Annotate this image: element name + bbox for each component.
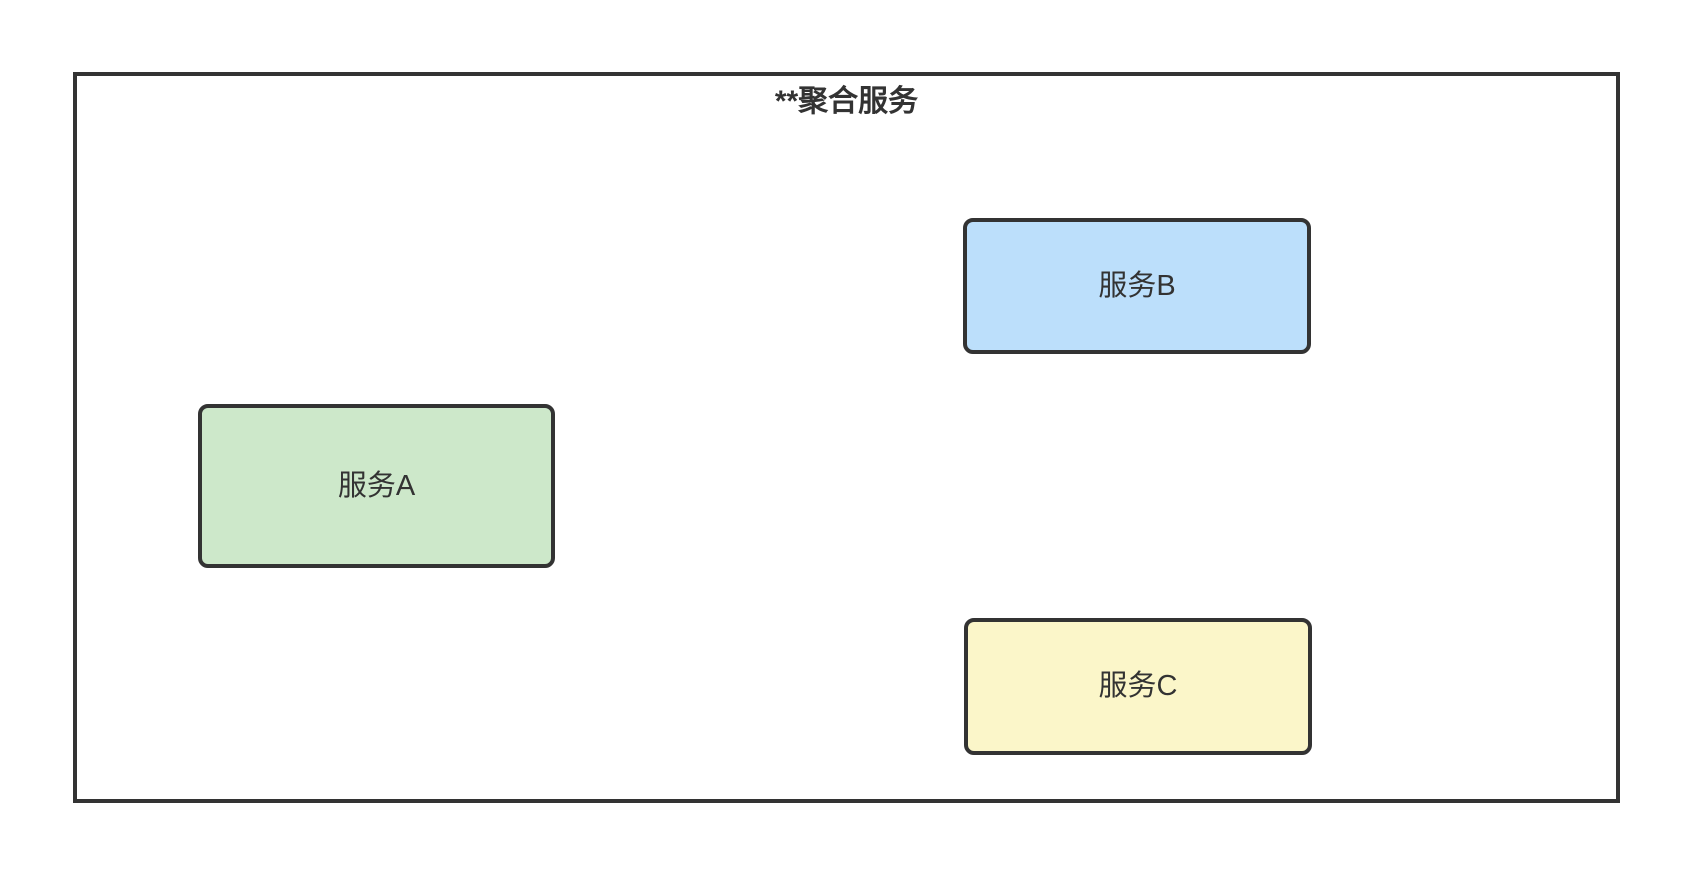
subgraph-title: **聚合服务 [774,85,919,118]
node-service-b[interactable]: 服务B [963,218,1311,354]
node-service-a[interactable]: 服务A [198,404,555,568]
node-service-c-label: 服务C [1098,670,1178,703]
node-service-a-label: 服务A [337,469,416,502]
node-service-c[interactable]: 服务C [964,618,1312,755]
node-service-b-label: 服务B [1098,269,1176,302]
